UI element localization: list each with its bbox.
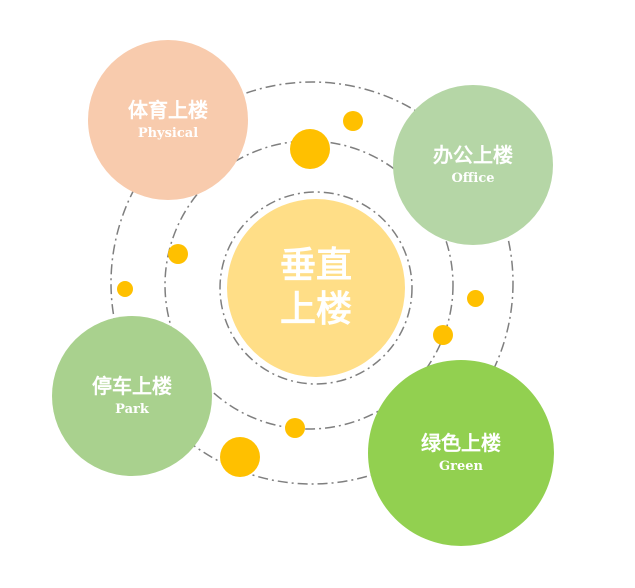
inner-orbit-ring [219, 191, 413, 385]
accent-dot [285, 418, 305, 438]
center-title-line2: 上楼 [279, 289, 352, 330]
node-physical-subtitle: Physical [137, 126, 199, 141]
node-green-title: 绿色上楼 [421, 431, 501, 455]
node-park-subtitle: Park [115, 402, 149, 417]
node-green-subtitle: Green [439, 459, 483, 474]
accent-dot [168, 244, 188, 264]
node-physical-title: 体育上楼 [128, 98, 208, 122]
accent-dot [117, 281, 133, 297]
node-green: 绿色上楼 Green [368, 360, 554, 546]
outer-orbit-ring [110, 81, 514, 485]
accent-dot [290, 129, 330, 169]
node-park: 停车上楼 Park [52, 316, 212, 476]
accent-dot [433, 325, 453, 345]
node-office-subtitle: Office [451, 171, 495, 186]
node-office-title: 办公上楼 [433, 143, 513, 167]
node-office: 办公上楼 Office [393, 85, 553, 245]
center-title-line1: 垂直 [279, 245, 352, 286]
node-park-title: 停车上楼 [92, 374, 172, 398]
accent-dot [467, 290, 484, 307]
center-hub: 垂直 上楼 [227, 199, 405, 377]
node-physical: 体育上楼 Physical [88, 40, 248, 200]
accent-dot [343, 111, 363, 131]
middle-orbit-ring [164, 140, 454, 430]
accent-dot [220, 437, 260, 477]
